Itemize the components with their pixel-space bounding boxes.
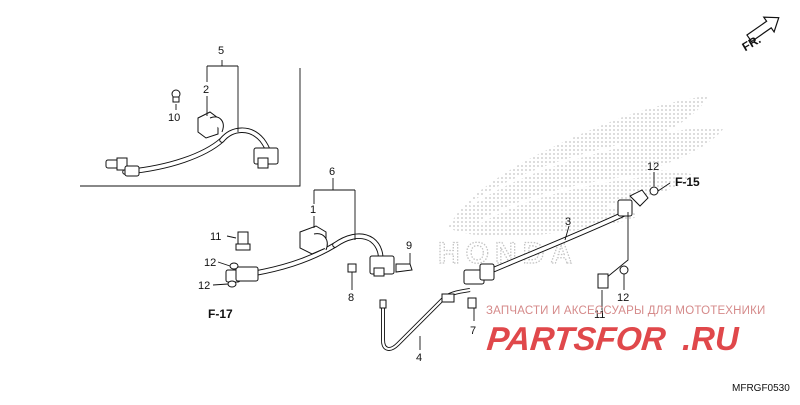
callout-12-left-bottom: 12 [198,280,210,292]
callout-9: 9 [406,240,412,252]
callout-12-right-top: 12 [647,161,659,173]
leader-lines [175,60,671,350]
callout-11-right: 11 [594,309,605,321]
honda-wing-logo: HONDA [437,96,724,271]
reference-f17: F-17 [208,307,233,321]
callout-6: 6 [329,166,335,178]
hose-assembly-5 [105,89,279,177]
callout-7: 7 [470,325,476,337]
callout-3: 3 [565,216,571,228]
callout-1: 1 [310,204,316,216]
callout-10: 10 [168,112,180,124]
callout-12-left-top: 12 [204,257,216,269]
reference-f15: F-15 [675,175,700,189]
watermark-brand-suffix: .RU [682,320,740,357]
callout-2: 2 [203,84,209,96]
watermark-caption: ЗАПЧАСТИ И АКСЕССУАРЫ ДЛЯ МОТОТЕХНИКИ [486,305,766,317]
callout-5: 5 [218,45,224,57]
callout-12-right-bottom: 12 [617,292,629,304]
detail-inset-border [80,68,301,187]
hose-assembly-6 [225,225,413,283]
callout-4: 4 [416,352,422,364]
hose-3 [463,186,659,289]
pipe-4 [379,288,477,351]
diagram-code: MFRGF0530 [732,383,790,394]
callout-8: 8 [348,292,354,304]
front-direction-arrow-icon [746,16,780,43]
callout-11-left: 11 [210,231,221,243]
watermark-brand-main: PARTSFOR [485,321,667,358]
